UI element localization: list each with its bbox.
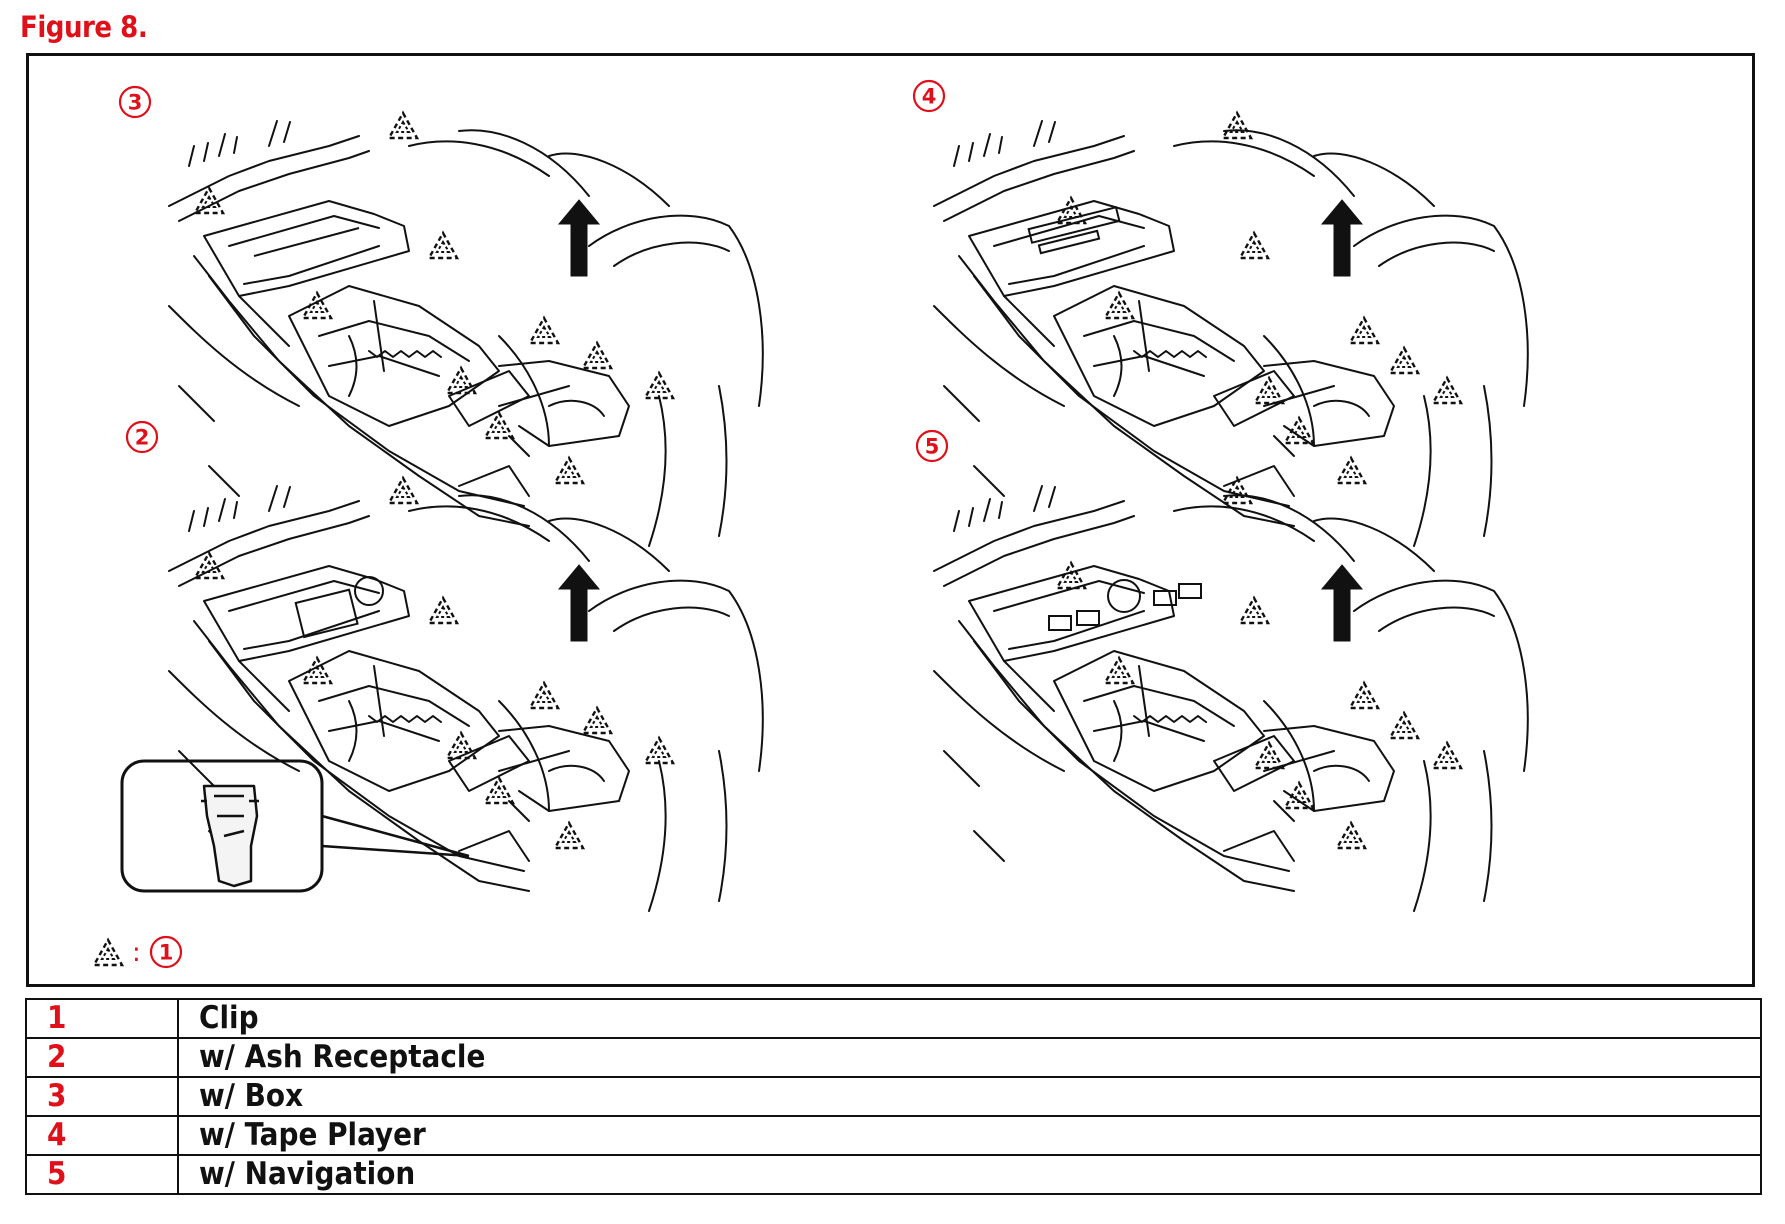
svg-text:2: 2 (135, 426, 150, 450)
svg-text:4: 4 (922, 85, 937, 109)
callout-3: 3 (118, 85, 152, 119)
legend-description: w/ Tape Player (177, 1115, 1762, 1156)
legend-key-callout: 1 (149, 935, 183, 969)
view-w-box (168, 120, 764, 547)
legend-number: 5 (25, 1154, 179, 1195)
svg-text:3: 3 (128, 91, 143, 115)
callout-5: 5 (915, 429, 949, 463)
view-w-tape-player (933, 120, 1529, 547)
legend-number: 3 (25, 1076, 179, 1117)
table-row: 2 w/ Ash Receptacle (25, 1037, 1762, 1078)
legend-number: 2 (25, 1037, 179, 1078)
table-row: 1 Clip (25, 998, 1762, 1039)
clip-marker-icon (92, 938, 124, 967)
legend-description: Clip (177, 998, 1762, 1039)
figure-title: Figure 8. (20, 10, 148, 44)
legend-number: 1 (25, 998, 179, 1039)
svg-text:5: 5 (925, 435, 940, 459)
legend-table: 1 Clip 2 w/ Ash Receptacle 3 w/ Box 4 w/… (25, 998, 1762, 1195)
callout-4: 4 (912, 79, 946, 113)
table-row: 3 w/ Box (25, 1076, 1762, 1117)
up-arrow-icon (558, 564, 600, 642)
callout-2: 2 (125, 420, 159, 454)
up-arrow-icon (1321, 564, 1363, 642)
svg-text::: : (132, 938, 141, 968)
console-illustration: : 3 4 2 5 1 (92, 79, 1529, 969)
legend-number: 4 (25, 1115, 179, 1156)
svg-text:1: 1 (159, 941, 174, 965)
legend-description: w/ Navigation (177, 1154, 1762, 1195)
up-arrow-icon (558, 199, 600, 277)
legend-description: w/ Ash Receptacle (177, 1037, 1762, 1078)
legend-description: w/ Box (177, 1076, 1762, 1117)
view-w-navigation (933, 485, 1529, 912)
table-row: 5 w/ Navigation (25, 1154, 1762, 1195)
figure-frame: : 3 4 2 5 1 (26, 53, 1755, 987)
table-row: 4 w/ Tape Player (25, 1115, 1762, 1156)
up-arrow-icon (1321, 199, 1363, 277)
view-w-ash-receptacle (168, 485, 764, 912)
clip-detail-inset (120, 759, 470, 893)
bezel-details (253, 206, 1202, 639)
